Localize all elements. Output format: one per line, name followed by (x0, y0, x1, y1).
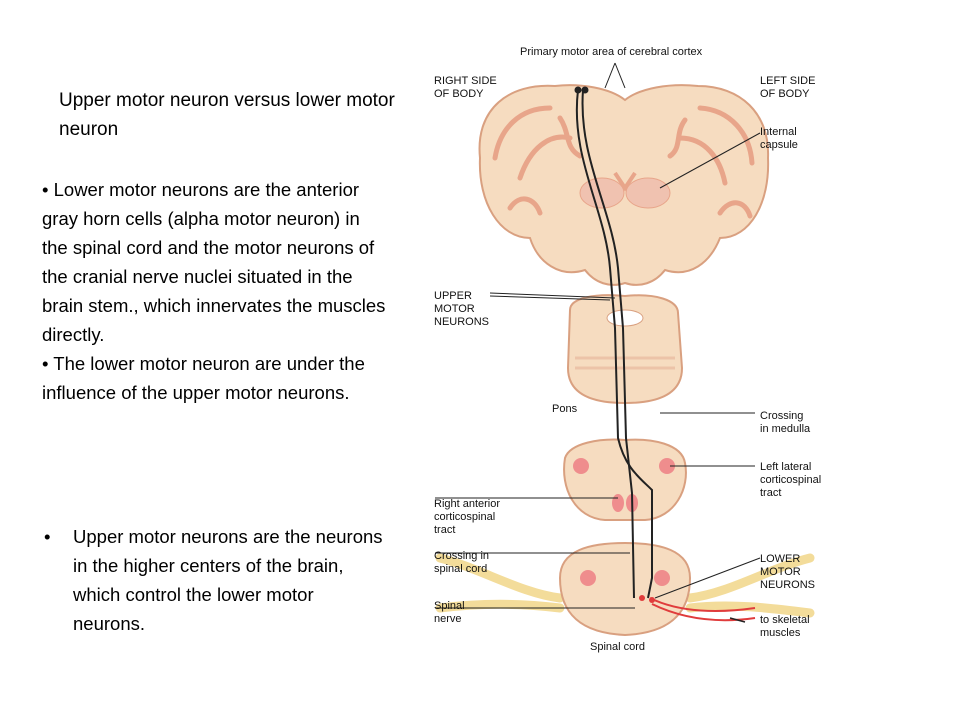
bullet-upper-motor-neurons: • Upper motor neurons are the neurons in… (42, 522, 387, 638)
label-lower-motor-neurons: LOWER MOTOR NEURONS (760, 553, 816, 591)
corticospinal-tracts (575, 89, 653, 599)
cortex-neuron-dot (581, 86, 589, 94)
pons-section (566, 294, 684, 405)
bullet-upper-motor-neurons-text: Upper motor neurons are the neurons in t… (73, 526, 383, 634)
lower-neuron-dot (649, 597, 655, 603)
label-pons: Pons (552, 403, 578, 415)
lower-neuron-dot (639, 595, 645, 601)
label-upper-motor-neurons: UPPER MOTOR NEURONS (434, 290, 490, 328)
diagram-illustration (435, 62, 815, 637)
label-right-side: RIGHT SIDE OF BODY (434, 75, 497, 100)
bullet-lower-motor-neurons: • Lower motor neurons are the anterior g… (42, 179, 386, 345)
label-left-side: LEFT SIDE OF BODY (760, 75, 816, 100)
label-spinal-cord: Spinal cord (590, 641, 646, 653)
bullet-influence: • The lower motor neuron are under the i… (42, 353, 365, 403)
bullet-marker: • (44, 526, 51, 547)
slide-title: Upper motor neuron versus lower motor ne… (59, 90, 395, 140)
cortex-neuron-dot (574, 86, 582, 94)
bullet-list: • Lower motor neurons are the anterior g… (42, 175, 387, 634)
label-crossing-spinal-cord: Crossing in spinal cord (434, 550, 490, 575)
brain-section (478, 84, 770, 286)
spinal-cord-section (435, 541, 815, 637)
label-left-lateral-tract: Left lateral corticospinal tract (760, 461, 822, 499)
medulla-section (563, 438, 687, 521)
motor-pathway-diagram: Primary motor area of cerebral cortex RI… (420, 38, 840, 658)
label-internal-capsule: Internal capsule (760, 126, 798, 151)
label-right-anterior-tract: Right anterior corticospinal tract (434, 498, 501, 536)
label-crossing-medulla: Crossing in medulla (760, 410, 811, 435)
label-primary-motor-area: Primary motor area of cerebral cortex (520, 46, 703, 58)
label-spinal-nerve: Spinal nerve (434, 600, 465, 625)
label-to-skeletal-muscles: to skeletal muscles (760, 614, 810, 639)
leader-lines (435, 62, 761, 609)
